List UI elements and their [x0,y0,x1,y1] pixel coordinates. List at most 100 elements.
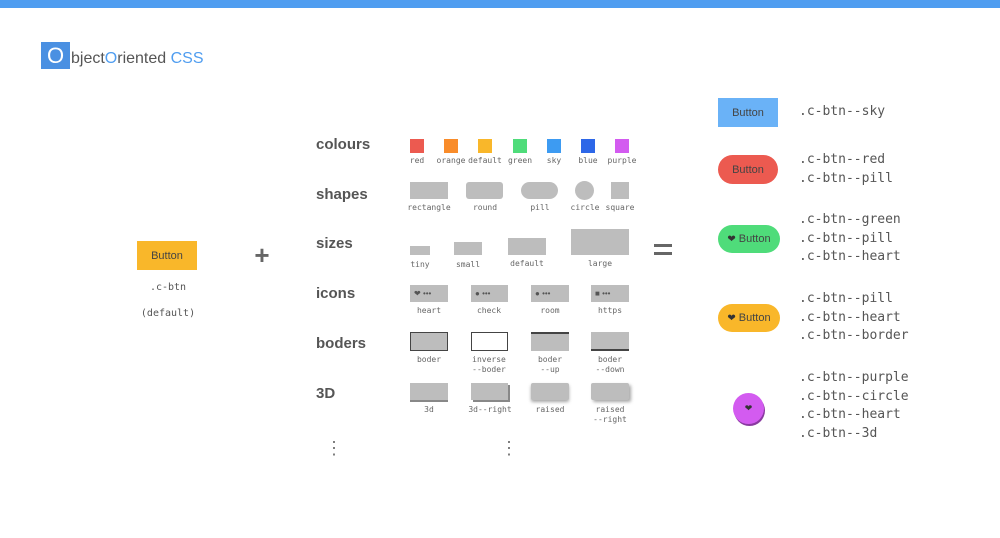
dots: ••• [482,289,491,298]
size-large [571,229,629,255]
border-label: boder [416,355,442,364]
shape-label: square [605,203,635,212]
icon-label: heart [416,306,442,315]
title-o2: O [104,50,118,67]
result-classes: .c-btn--purple .c-btn--circle .c-btn--he… [799,370,909,441]
result-button-label: Button [732,163,764,176]
colour-swatch-orange [444,139,458,153]
border-label: --boder [472,365,506,374]
shape-label: round [472,203,498,212]
border-label: --up [540,365,560,374]
shape-label: rectangle [407,203,451,212]
category-colours: colours [316,136,371,153]
dots: ••• [542,289,551,298]
result-classes: .c-btn--red .c-btn--pill [799,152,893,186]
size-label: default [510,259,544,268]
colour-label: green [507,156,533,165]
colour-swatch-default [478,139,492,153]
border-label: --down [595,365,625,374]
equals-operator [654,244,672,260]
pin-icon: ● [535,289,540,298]
border-boder [410,332,448,351]
threed-raised-right [591,383,629,400]
border-inverse [471,332,508,351]
category-shapes: shapes [316,186,368,203]
base-button[interactable]: Button [137,241,197,270]
heart-icon: ❤ [727,312,736,324]
result-red-pill-button[interactable]: Button [718,155,778,184]
colour-swatch-red [410,139,424,153]
check-icon: ● [475,289,480,298]
border-label: boder [537,355,563,364]
border-down [591,332,629,351]
base-class-label: .c-btn [149,282,187,293]
threed-label: --right [593,415,627,424]
title-o-highlight: O [41,42,70,69]
title-part: riented [117,50,171,67]
result-sky-button[interactable]: Button [718,98,778,127]
colour-label: red [409,156,425,165]
threed-raised [531,383,569,400]
plus-operator: + [254,240,270,270]
threed-label: 3d--right [468,405,512,414]
result-button-label: Button [738,312,771,324]
result-purple-circle-button[interactable]: ❤ [733,393,764,424]
icon-label: check [476,306,502,315]
threed-label: raised [595,405,625,414]
colour-swatch-sky [547,139,561,153]
result-classes: .c-btn--pill .c-btn--heart .c-btn--borde… [799,291,909,344]
page-title: O bject O riented CSS [41,41,204,69]
dots: ••• [422,289,432,298]
result-button-label: Button [738,233,771,245]
colour-swatch-green [513,139,527,153]
dots: ••• [602,289,611,298]
heart-icon: ❤ [414,289,421,298]
size-label: small [455,260,481,269]
size-label: tiny [410,260,430,269]
icon-check-swatch: ● ••• [471,285,508,302]
category-sizes: sizes [316,235,353,252]
colour-label: orange [436,156,466,165]
category-borders: boders [316,335,367,352]
threed-3d [410,383,448,400]
shape-label: pill [530,203,550,212]
colour-label: default [468,156,502,165]
threed-label: 3d [424,405,434,414]
title-css: CSS [170,50,204,67]
category-3d: 3D [316,385,336,402]
size-small [454,242,482,255]
icon-https-swatch: ■ ••• [591,285,629,302]
size-default [508,238,546,255]
colour-swatch-blue [581,139,595,153]
top-accent-bar [0,0,1000,8]
result-button-label: Button [732,106,764,119]
colour-label: purple [607,156,637,165]
icon-label: room [540,306,560,315]
shape-square [611,182,629,199]
border-up [531,332,569,351]
threed-label: raised [535,405,565,414]
colour-swatch-purple [615,139,629,153]
result-classes: .c-btn--sky [799,104,886,119]
colour-label: blue [578,156,598,165]
icon-room-swatch: ● ••• [531,285,569,302]
heart-icon: ❤ [744,403,753,413]
shape-rectangle [410,182,448,199]
more-categories-dots: ⋮ [325,438,343,458]
shape-round [466,182,503,199]
title-part: bject [71,50,105,67]
more-options-dots: ⋮ [500,438,518,458]
border-label: boder [597,355,623,364]
result-border-heart-button[interactable]: ❤Button [718,304,780,332]
shape-label: circle [570,203,600,212]
heart-icon: ❤ [727,233,736,245]
result-green-heart-button[interactable]: ❤Button [718,225,780,253]
threed-3d-right [471,383,508,400]
category-icons: icons [316,285,356,302]
lock-icon: ■ [595,289,600,298]
colour-label: sky [546,156,562,165]
shape-pill [521,182,558,199]
base-default-label: (default) [140,308,196,319]
icon-label: https [597,306,623,315]
border-label: inverse [472,355,506,364]
